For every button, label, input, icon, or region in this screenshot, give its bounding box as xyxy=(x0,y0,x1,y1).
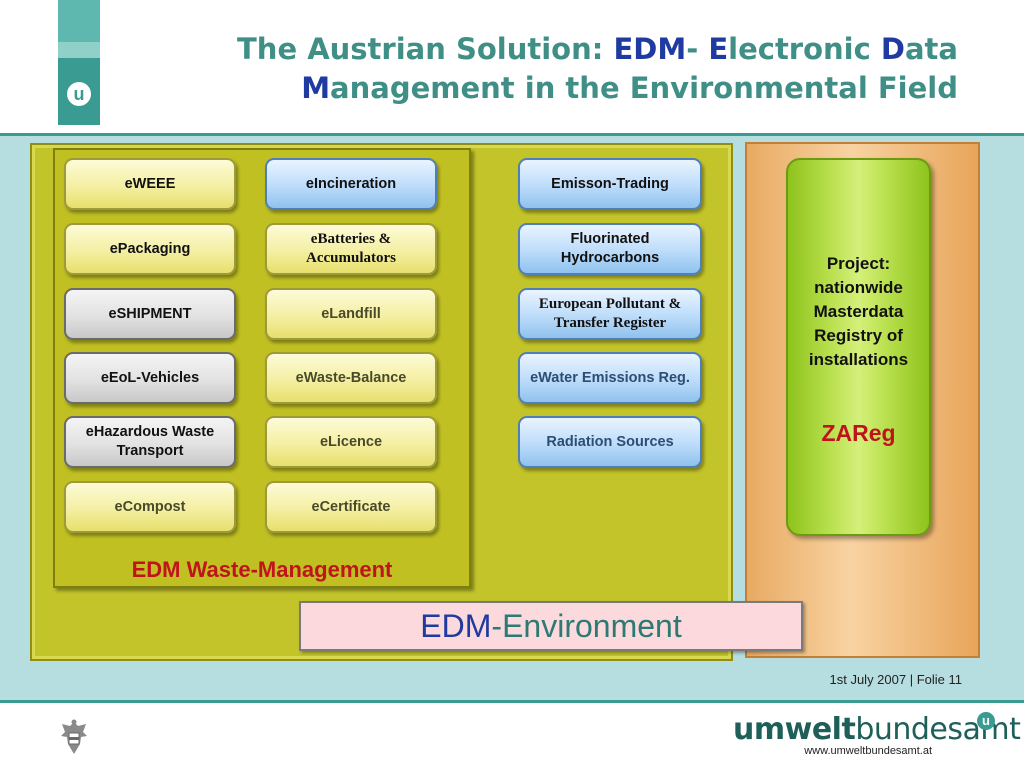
edm-environment-label[interactable]: EDM-Environment xyxy=(299,601,803,651)
title-d: D xyxy=(880,32,905,66)
module-ecompost[interactable]: eCompost xyxy=(64,481,236,533)
module-eeol-vehicles[interactable]: eEoL-Vehicles xyxy=(64,352,236,404)
brand-strip xyxy=(58,0,100,125)
title-dash: - xyxy=(686,32,709,66)
waste-management-label: EDM Waste-Management xyxy=(131,557,393,582)
module-ehazardous-waste-transport[interactable]: eHazardous Waste Transport xyxy=(64,416,236,468)
title-e: E xyxy=(708,32,729,66)
module-eshipment[interactable]: eSHIPMENT xyxy=(64,288,236,340)
module-epackaging[interactable]: ePackaging xyxy=(64,223,236,275)
module-emission-trading[interactable]: Emisson-Trading xyxy=(518,158,702,210)
module-radiation-sources[interactable]: Radiation Sources xyxy=(518,416,702,468)
brand-rest: bundesamt xyxy=(855,712,1021,747)
brand-u-icon: u xyxy=(977,712,995,730)
title-ata: ata xyxy=(904,32,958,66)
title-m: M xyxy=(301,71,331,105)
module-european-pollutant-transfer-register[interactable]: European Pollutant & Transfer Register xyxy=(518,288,702,340)
module-elicence[interactable]: eLicence xyxy=(265,416,437,468)
brand-strip-band-top xyxy=(58,0,100,42)
module-eweee[interactable]: eWEEE xyxy=(64,158,236,210)
zareg-name: ZAReg xyxy=(821,420,896,446)
slide-date: 1st July 2007 | Folie 11 xyxy=(829,672,963,687)
module-ebatteries-accumulators[interactable]: eBatteries & Accumulators xyxy=(265,223,437,275)
title-part1: The Austrian Solution: xyxy=(237,32,614,66)
brand-bold: umwelt xyxy=(733,712,856,747)
title-lectronic: lectronic xyxy=(728,32,881,66)
zareg-panel[interactable] xyxy=(786,158,931,536)
umweltbundesamt-logo-icon: u xyxy=(67,82,91,106)
header xyxy=(0,0,1024,135)
website-url[interactable]: www.umweltbundesamt.at xyxy=(804,745,932,757)
module-ewaste-balance[interactable]: eWaste-Balance xyxy=(265,352,437,404)
header-divider xyxy=(0,133,1024,136)
edm-environment-part1: EDM xyxy=(420,607,492,644)
edm-environment-part2: -Environment xyxy=(491,607,682,644)
module-ewater-emissions-reg[interactable]: eWater Emissions Reg. xyxy=(518,352,702,404)
footer-divider xyxy=(0,700,1024,703)
module-fluorinated-hydrocarbons[interactable]: Fluorinated Hydrocarbons xyxy=(518,223,702,275)
brand-strip-band-mid xyxy=(58,42,100,58)
module-eincineration[interactable]: eIncineration xyxy=(265,158,437,210)
slide-title: The Austrian Solution: EDM- Electronic D… xyxy=(138,30,958,108)
module-ecertificate[interactable]: eCertificate xyxy=(265,481,437,533)
title-edm: EDM xyxy=(613,32,687,66)
zareg-description: Project: nationwide Masterdata Registry … xyxy=(808,254,909,369)
module-elandfill[interactable]: eLandfill xyxy=(265,288,437,340)
austrian-coat-of-arms-icon xyxy=(61,719,87,754)
title-rest: anagement in the Environmental Field xyxy=(330,71,958,105)
